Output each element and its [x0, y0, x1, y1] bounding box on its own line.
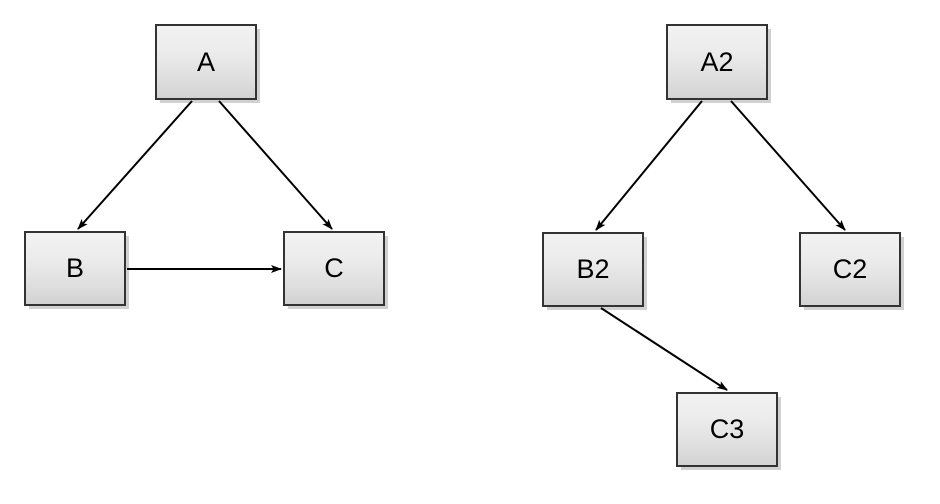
edge-a2-to-b2 [595, 100, 703, 231]
node-c[interactable]: C [283, 231, 385, 306]
node-c-label: C [324, 253, 344, 283]
node-a2[interactable]: A2 [666, 24, 768, 100]
edge-a2-to-c2 [730, 100, 846, 231]
node-b2-label: B2 [576, 254, 610, 284]
node-b[interactable]: B [24, 231, 126, 306]
node-c3-label: C3 [709, 414, 745, 444]
edge-b2-to-c3 [600, 307, 728, 391]
node-b2[interactable]: B2 [542, 232, 644, 307]
edge-a-to-c [218, 100, 333, 230]
node-c2-label: C2 [832, 254, 868, 284]
edge-a-to-b [77, 100, 193, 230]
node-c3[interactable]: C3 [676, 392, 778, 467]
node-b-label: B [65, 253, 84, 283]
node-a2-label: A2 [700, 46, 734, 77]
node-c2[interactable]: C2 [799, 232, 901, 307]
node-a-label: A [196, 46, 215, 77]
node-a[interactable]: A [155, 24, 257, 100]
